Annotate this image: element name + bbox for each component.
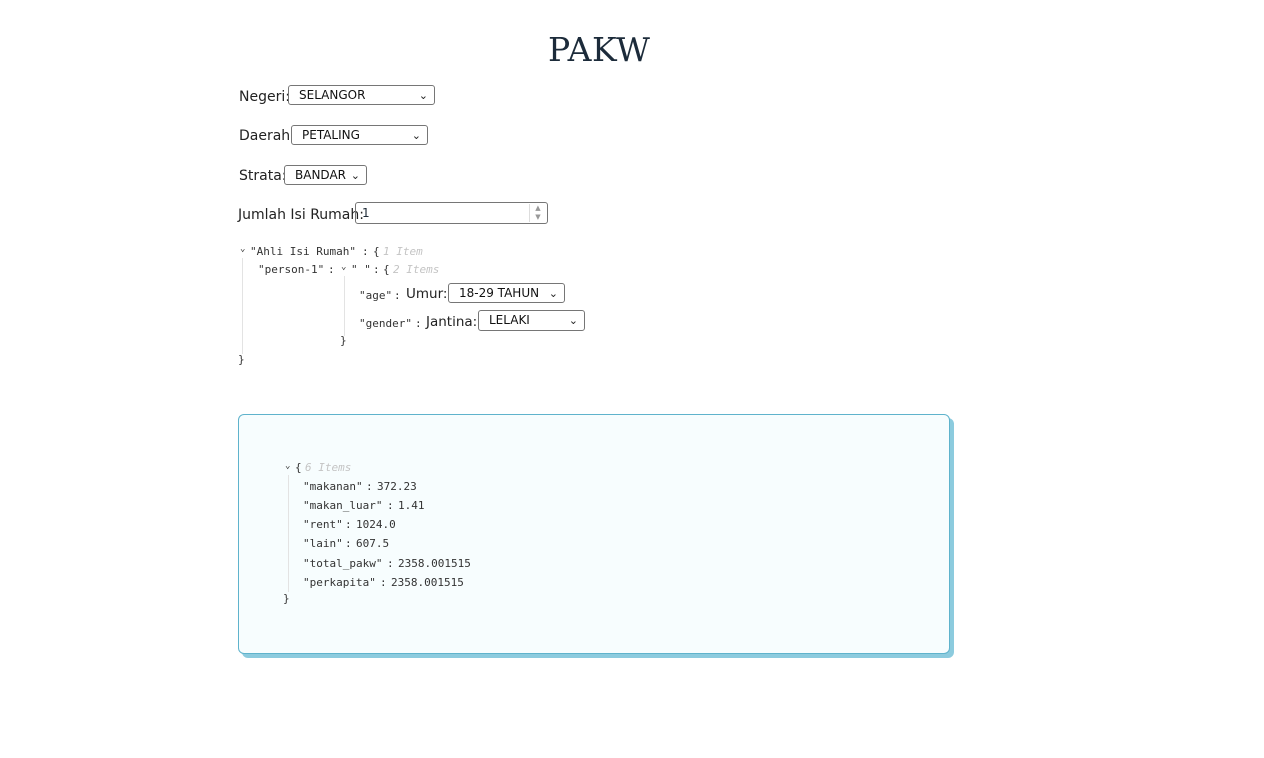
chevron-down-icon: ⌄ — [411, 129, 421, 142]
json-colon: : — [345, 518, 352, 531]
json-colon: : — [387, 557, 394, 570]
result-value: 2358.001515 — [391, 576, 464, 589]
negeri-value: SELANGOR — [299, 88, 366, 102]
json-close-brace: } — [340, 334, 347, 347]
gender-select[interactable]: LELAKI ⌄ — [478, 310, 585, 331]
tree-guide-line — [242, 258, 243, 354]
json-open-brace: { — [373, 245, 380, 258]
gender-value: LELAKI — [489, 313, 530, 327]
household-root-count: 1 Item — [383, 245, 423, 258]
daerah-label: Daerah: — [239, 128, 295, 144]
json-colon: : — [362, 245, 369, 258]
person-key: "person-1" — [258, 263, 325, 276]
collapse-caret-icon[interactable]: ⌄ — [341, 262, 347, 272]
gender-label: Jantina: — [426, 314, 478, 330]
strata-label: Strata: — [239, 168, 287, 184]
jumlah-label: Jumlah Isi Rumah: — [238, 207, 364, 223]
spinner-up-icon[interactable]: ▲ — [535, 204, 541, 212]
json-colon: : — [373, 263, 380, 276]
spinner-down-icon[interactable]: ▼ — [535, 213, 541, 221]
chevron-down-icon: ⌄ — [568, 314, 578, 327]
person-count: 2 Items — [393, 263, 440, 276]
negeri-label: Negeri: — [239, 89, 290, 105]
result-key: "perkapita" — [303, 576, 376, 589]
daerah-value: PETALING — [302, 128, 360, 142]
json-close-brace: } — [283, 592, 290, 605]
json-open-brace: { — [295, 461, 302, 474]
json-colon: : — [415, 317, 422, 330]
age-value: 18-29 TAHUN — [459, 286, 540, 300]
gender-key: "gender" — [359, 317, 412, 330]
result-key: "rent" — [303, 518, 343, 531]
person-name: " " — [351, 263, 371, 276]
collapse-caret-icon[interactable]: ⌄ — [285, 461, 291, 471]
chevron-down-icon: ⌄ — [548, 287, 558, 300]
jumlah-value: 1 — [362, 206, 370, 220]
page-title: PAKW — [548, 30, 651, 69]
result-key: "lain" — [303, 537, 343, 550]
json-close-brace: } — [238, 353, 245, 366]
result-count: 6 Items — [305, 461, 352, 474]
tree-guide-line — [288, 475, 289, 592]
chevron-down-icon: ⌄ — [418, 89, 428, 102]
result-key: "makanan" — [303, 480, 363, 493]
strata-value: BANDAR — [295, 168, 346, 182]
result-value: 607.5 — [356, 537, 390, 550]
negeri-select[interactable]: SELANGOR ⌄ — [288, 85, 435, 105]
age-label: Umur: — [406, 286, 448, 302]
collapse-caret-icon[interactable]: ⌄ — [240, 244, 246, 254]
result-panel — [238, 414, 950, 654]
result-value: 372.23 — [377, 480, 417, 493]
result-key: "total_pakw" — [303, 557, 383, 570]
age-key: "age" — [359, 289, 393, 302]
age-select[interactable]: 18-29 TAHUN ⌄ — [448, 283, 565, 303]
json-colon: : — [328, 263, 335, 276]
result-value: 1024.0 — [356, 518, 396, 531]
json-colon: : — [380, 576, 387, 589]
household-root-key: "Ahli Isi Rumah" — [250, 245, 356, 258]
json-colon: : — [394, 289, 401, 302]
json-open-brace: { — [383, 263, 390, 276]
jumlah-input[interactable]: 1 ▲ ▼ — [355, 202, 548, 224]
json-colon: : — [366, 480, 373, 493]
tree-guide-line — [344, 276, 345, 336]
number-spinner[interactable]: ▲ ▼ — [529, 204, 546, 222]
result-value: 1.41 — [398, 499, 425, 512]
result-value: 2358.001515 — [398, 557, 471, 570]
json-colon: : — [345, 537, 352, 550]
strata-select[interactable]: BANDAR ⌄ — [284, 165, 367, 185]
chevron-down-icon: ⌄ — [350, 169, 360, 182]
result-key: "makan_luar" — [303, 499, 383, 512]
json-colon: : — [387, 499, 394, 512]
daerah-select[interactable]: PETALING ⌄ — [291, 125, 428, 145]
